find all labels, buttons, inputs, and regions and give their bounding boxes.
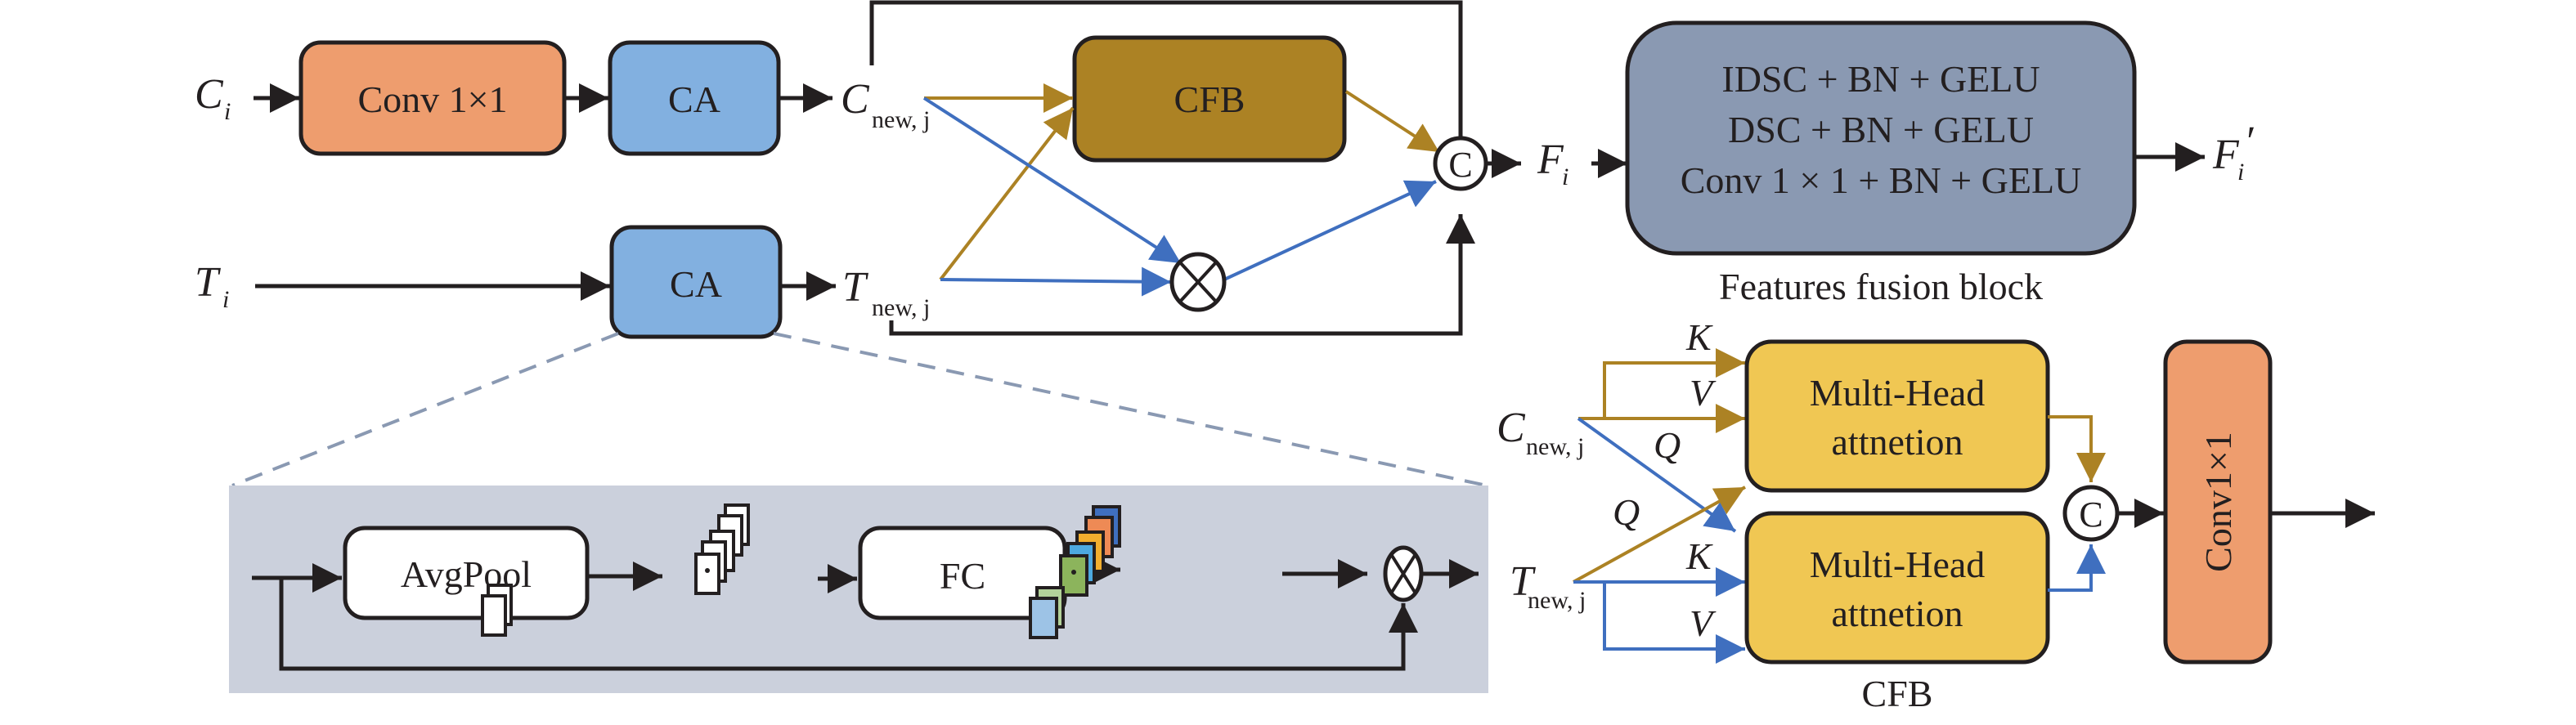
cfb-t-new-j-label: T new, j	[1510, 558, 1586, 614]
multiply-node-panel	[1383, 545, 1424, 602]
svg-text:new, j: new, j	[872, 106, 930, 133]
zoom-dashed-line-left	[231, 332, 619, 487]
svg-text:C: C	[841, 76, 870, 123]
svg-text:C: C	[1497, 405, 1526, 451]
blue-arrow-cnew-to-mul	[922, 96, 1183, 265]
cfb-label: CFB	[1174, 78, 1245, 120]
svg-text:new, j: new, j	[1528, 587, 1586, 614]
svg-text:i: i	[2237, 159, 2244, 186]
panel-residual-line	[279, 578, 1418, 671]
multiply-node-top	[1169, 252, 1227, 312]
multi-head-attention-upper: Multi-Head attnetion	[1744, 339, 2050, 493]
skip-connection-top	[869, 0, 1463, 139]
conv-1x1-block: Conv 1×1	[298, 40, 567, 156]
features-fusion-block: IDSC + BN + GELU DSC + BN + GELU Conv 1 …	[1625, 20, 2137, 256]
gold-mha-to-concat	[2048, 415, 2106, 482]
pooled-feature-card	[694, 553, 720, 595]
svg-text:C: C	[2079, 495, 2103, 535]
cfb-caption: CFB	[1862, 673, 1933, 714]
ffb-line-2: DSC + BN + GELU	[1728, 109, 2034, 150]
svg-text:new, j: new, j	[872, 294, 930, 321]
svg-text:F: F	[1537, 136, 1564, 183]
channel-weight-stack	[1029, 505, 1121, 639]
f-i-prime-label: F i ′	[2212, 119, 2255, 186]
cfb-c-new-j-label: C new, j	[1497, 405, 1584, 460]
ffb-line-1: IDSC + BN + GELU	[1721, 58, 2040, 100]
ca-block-bottom: CA	[609, 225, 783, 339]
gold-q-label: Q	[1613, 491, 1640, 533]
cfb-conv-label: Conv1×1	[2197, 432, 2239, 572]
f-i-label: F i	[1537, 136, 1568, 190]
multi-head-attention-lower: Multi-Head attnetion	[1744, 511, 2050, 665]
ffb-line-3: Conv 1 × 1 + BN + GELU	[1681, 159, 2082, 201]
weight-card	[1059, 554, 1088, 597]
svg-text:new, j: new, j	[1526, 433, 1584, 460]
svg-text:T: T	[1510, 558, 1536, 605]
zoom-dashed-line-right	[773, 332, 1488, 487]
ca-block-top: CA	[608, 40, 781, 156]
svg-text:i: i	[1562, 163, 1568, 190]
svg-text:T: T	[842, 264, 868, 311]
center-dot	[1071, 570, 1076, 575]
center-dot	[705, 568, 710, 573]
pooled-feature-card	[481, 594, 507, 637]
weight-card	[1029, 597, 1058, 639]
input-c-i-label: C i	[195, 71, 231, 125]
ffb-caption: Features fusion block	[1719, 266, 2043, 307]
fc-label: FC	[940, 555, 985, 597]
avgpool-block: AvgPool	[343, 526, 590, 620]
svg-text:′: ′	[2244, 119, 2255, 165]
ca-top-label: CA	[668, 78, 720, 120]
svg-text:attnetion: attnetion	[1832, 593, 1963, 634]
svg-text:i: i	[224, 98, 231, 125]
ca-bottom-label: CA	[670, 263, 722, 305]
svg-text:C: C	[1448, 145, 1472, 185]
blue-q-path	[1577, 417, 1737, 533]
cfb-block: CFB	[1072, 35, 1347, 163]
skip-connection-bottom	[889, 214, 1475, 336]
svg-text:C: C	[195, 71, 224, 118]
svg-text:Multi-Head: Multi-Head	[1810, 372, 1986, 414]
gold-arrow-cfb-to-concat	[1344, 90, 1441, 154]
t-new-j-label: T new, j	[842, 264, 930, 321]
svg-text:Multi-Head: Multi-Head	[1810, 544, 1986, 585]
blue-arrow-mul-to-concat	[1223, 180, 1437, 281]
cfb-conv-1x1-block: Conv1×1	[2163, 339, 2273, 665]
gold-arrow-tnew-to-cfb	[939, 106, 1075, 281]
c-new-j-label: C new, j	[841, 76, 930, 133]
blue-q-label: Q	[1654, 424, 1681, 466]
input-t-i-label: T i	[195, 259, 229, 313]
lower-v-label: V	[1690, 602, 1717, 644]
svg-text:attnetion: attnetion	[1832, 421, 1963, 463]
pooled-feature-stack	[481, 503, 750, 637]
lower-k-label: K	[1685, 535, 1713, 577]
gold-q-path	[1573, 486, 1746, 584]
svg-text:T: T	[195, 259, 221, 306]
upper-k-label: K	[1685, 316, 1713, 358]
blue-v-path	[1603, 582, 1745, 664]
blue-mha-to-concat	[2048, 544, 2106, 592]
concat-node-top: C	[1433, 136, 1488, 191]
svg-text:i: i	[222, 286, 229, 313]
upper-v-label: V	[1690, 372, 1717, 414]
fc-block: FC	[858, 526, 1067, 620]
concat-node-cfb: C	[2062, 485, 2120, 542]
gold-k-path	[1578, 348, 1745, 420]
blue-arrow-tnew-to-mul	[940, 266, 1172, 297]
svg-text:F: F	[2212, 132, 2240, 178]
conv-1x1-label: Conv 1×1	[357, 78, 507, 120]
